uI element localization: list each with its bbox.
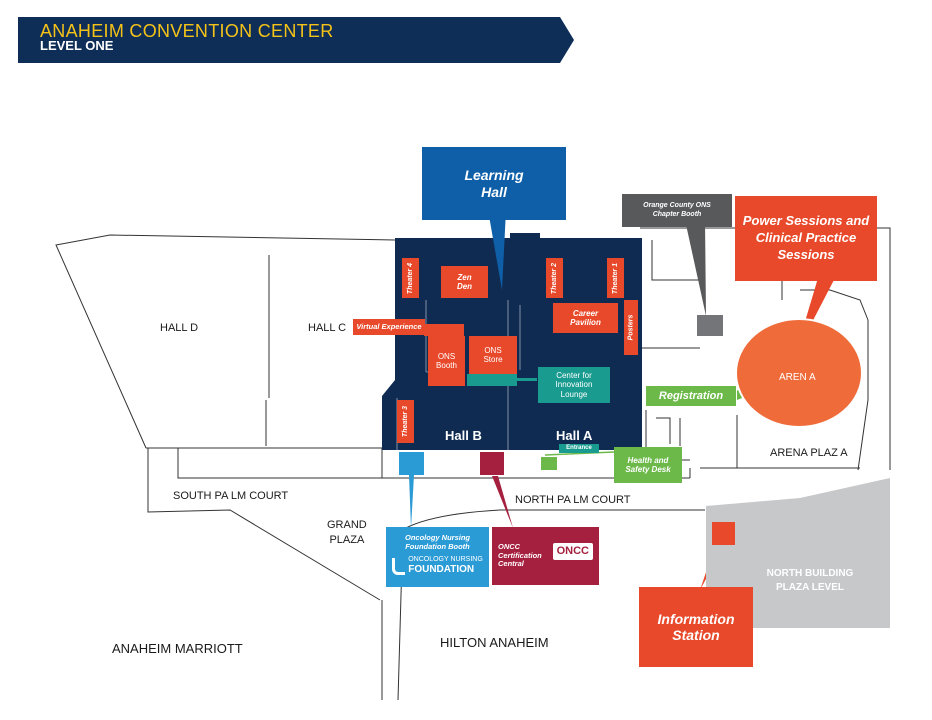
hall-c-label: HALL C bbox=[308, 322, 347, 334]
information-station-callout: Information Station bbox=[639, 587, 753, 667]
registration: Registration bbox=[646, 386, 736, 406]
header-banner bbox=[18, 17, 574, 63]
anaheim-marriott-label: ANAHEIM MARRIOTT bbox=[112, 641, 243, 656]
posters-label: Posters bbox=[627, 314, 635, 341]
orange-county-chapter-callout: Orange County ONS Chapter Booth bbox=[622, 194, 732, 227]
virtual-experience: Virtual Experience bbox=[353, 319, 425, 335]
zen-den: Zen Den bbox=[441, 266, 488, 298]
north-building-line1: NORTH BUILDING bbox=[766, 568, 854, 579]
map-subtitle: LEVEL ONE bbox=[40, 38, 114, 53]
theater-1-label: Theater 1 bbox=[612, 262, 619, 294]
posters: Posters bbox=[624, 300, 638, 355]
onf-line2: Foundation Booth bbox=[405, 541, 470, 551]
grand-plaza-line2: PLAZA bbox=[329, 534, 365, 546]
ons-booth: ONS Booth bbox=[428, 336, 465, 386]
ons-store-line1: ONS bbox=[484, 345, 502, 355]
zen-den-line2: Den bbox=[456, 282, 473, 291]
power-line1: Power Sessions and bbox=[742, 213, 870, 229]
health-line2: Safety Desk bbox=[625, 465, 671, 474]
career-pavilion-line2: Pavilion bbox=[570, 318, 601, 327]
south-palm-court-label: SOUTH PA LM COURT bbox=[173, 490, 289, 502]
health-line1: Health and bbox=[627, 455, 669, 465]
theater-2: Theater 2 bbox=[546, 258, 563, 298]
career-pavilion-line1: Career bbox=[572, 308, 599, 318]
learning-hall-callout: Learning Hall bbox=[422, 147, 566, 220]
hall-a-label: Hall A bbox=[556, 428, 593, 443]
info-line2: Station bbox=[672, 627, 720, 643]
oncc-marker bbox=[480, 452, 504, 475]
ons-store-line2: Store bbox=[483, 355, 503, 364]
onf-logo-line2: FOUNDATION bbox=[408, 564, 475, 576]
theater-3: Theater 3 bbox=[397, 400, 414, 443]
theater-4-label: Theater 4 bbox=[407, 262, 414, 294]
onf-booth-callout: Oncology Nursing Foundation Booth ONCOLO… bbox=[386, 527, 489, 587]
zen-den-line1: Zen bbox=[457, 272, 472, 282]
innovation-line2: Innovation bbox=[555, 380, 593, 390]
onf-logo: ONCOLOGY NURSING FOUNDATION bbox=[392, 556, 483, 576]
oc-chapter-line1: Orange County ONS bbox=[643, 202, 711, 210]
north-building-label: NORTH BUILDING PLAZA LEVEL bbox=[760, 568, 860, 593]
info-marker bbox=[712, 522, 735, 545]
oncc-logo: ONCC bbox=[552, 543, 593, 560]
oncc-certification-callout: ONCC Certification Central ONCC bbox=[492, 527, 599, 585]
theater-4: Theater 4 bbox=[402, 258, 419, 298]
power-line2: Clinical Practice bbox=[755, 230, 857, 246]
oncc-line1: ONCC bbox=[498, 542, 521, 552]
orange-county-marker bbox=[697, 315, 723, 336]
ons-booth-line2: Booth bbox=[436, 361, 457, 370]
grand-plaza-label: GRAND PLAZA bbox=[327, 519, 367, 546]
innovation-line3: Lounge bbox=[560, 389, 588, 399]
arena-plaza-label: ARENA PLAZ A bbox=[770, 447, 848, 459]
north-palm-court-label: NORTH PA LM COURT bbox=[515, 494, 631, 506]
power-line3: Sessions bbox=[777, 246, 835, 262]
career-pavilion: Career Pavilion bbox=[553, 303, 618, 333]
grand-plaza-line1: GRAND bbox=[327, 519, 367, 531]
oncc-line2: Certification bbox=[498, 550, 542, 560]
ons-booth-line1: ONS bbox=[437, 351, 456, 361]
theater-1: Theater 1 bbox=[607, 258, 624, 298]
oncc-line3: Central bbox=[498, 559, 524, 569]
map-title: ANAHEIM CONVENTION CENTER bbox=[40, 21, 334, 41]
center-for-innovation-lounge: Center for Innovation Lounge bbox=[538, 367, 610, 403]
theater-3-label: Theater 3 bbox=[402, 405, 409, 438]
theater-2-label: Theater 2 bbox=[551, 262, 558, 294]
health-marker bbox=[541, 457, 557, 470]
foundation-marker bbox=[399, 452, 424, 475]
arena bbox=[735, 318, 863, 428]
hall-b-label: Hall B bbox=[445, 428, 482, 443]
entrance: Entrance bbox=[559, 444, 599, 453]
power-sessions-callout: Power Sessions and Clinical Practice Ses… bbox=[735, 196, 877, 281]
onf-line1: Oncology Nursing bbox=[404, 533, 470, 542]
hilton-anaheim-label: HILTON ANAHEIM bbox=[440, 635, 549, 650]
oc-chapter-line2: Chapter Booth bbox=[652, 210, 702, 218]
learning-hall-line2: Hall bbox=[481, 183, 507, 200]
ons-store: ONS Store bbox=[469, 336, 517, 374]
onf-logo-icon bbox=[392, 557, 406, 575]
north-building-line2: PLAZA LEVEL bbox=[776, 582, 844, 593]
learning-hall-line1: Learning bbox=[464, 167, 524, 184]
innovation-line1: Center for bbox=[556, 371, 592, 381]
hall-d-label: HALL D bbox=[160, 322, 199, 334]
arena-label: AREN A bbox=[779, 372, 816, 383]
onf-logo-line1: ONCOLOGY NURSING bbox=[408, 556, 483, 564]
health-safety-desk-callout: Health and Safety Desk bbox=[614, 447, 682, 483]
info-line1: Information bbox=[657, 610, 735, 627]
